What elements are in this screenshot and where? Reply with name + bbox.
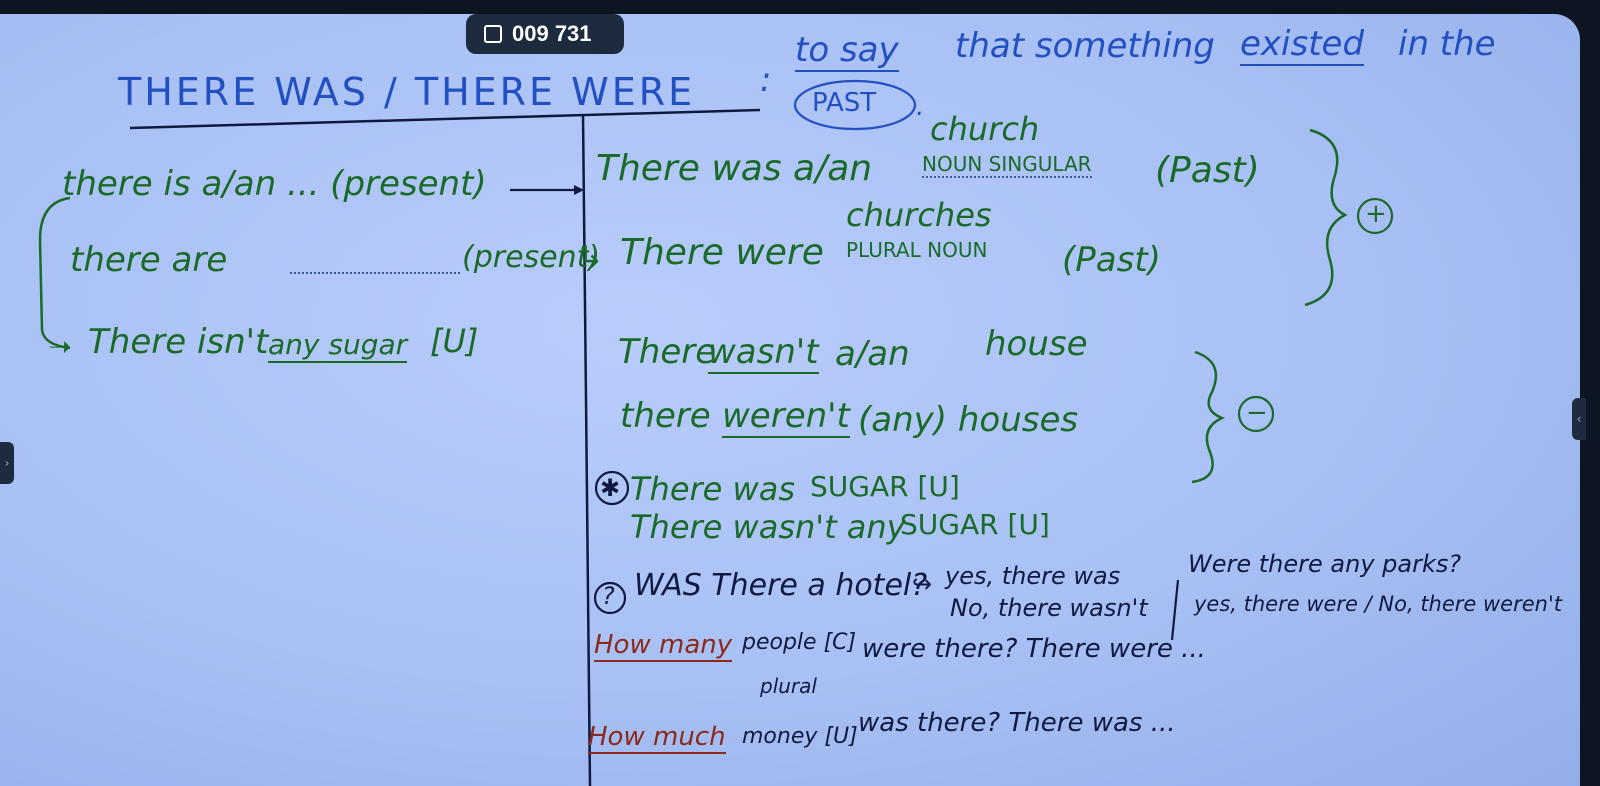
past-circle — [793, 79, 917, 131]
how-much-noun: money [U] — [742, 724, 858, 749]
neg-line-2c: (any) houses — [858, 400, 1079, 440]
neg-line-1c: a/an — [835, 334, 910, 374]
heading-underline — [129, 108, 761, 130]
column-divider — [581, 114, 592, 786]
chevron-right-icon: › — [4, 456, 10, 470]
pos-line-1-sup: church — [930, 110, 1040, 148]
answer-1-no: No, there wasn't — [950, 594, 1148, 622]
heading-def-d: in the — [1398, 24, 1496, 64]
left-line-2a: there are — [70, 240, 228, 280]
heading-past: PAST — [812, 88, 877, 118]
pos-line-2b: (Past) — [1062, 240, 1161, 280]
answer-1-yes: yes, there was — [945, 562, 1121, 590]
plus-circle — [1356, 197, 1394, 235]
arrow-2: ↳ — [578, 240, 604, 275]
pos-line-2-noun: PLURAL NOUN — [846, 238, 988, 262]
how-many-noun: people [C] — [742, 630, 857, 655]
question-mark: ? — [602, 582, 615, 610]
left-line-2b: (present) — [462, 240, 601, 275]
heading-def-c: existed — [1240, 24, 1365, 66]
left-line-3b: any sugar — [268, 328, 408, 363]
unc-line-2b: SUGAR [U] — [900, 508, 1050, 541]
heading-period: . — [916, 92, 925, 122]
left-arrow-3: ➝ — [48, 330, 72, 363]
heading-def-b: that something — [955, 26, 1215, 66]
pos-line-1a: There was a/an — [596, 148, 873, 189]
plural-note: plural — [760, 674, 817, 698]
neg-line-1a: There — [618, 332, 717, 372]
answer-2: yes, there were / No, there weren't — [1194, 592, 1562, 616]
how-much-label: How much — [588, 722, 726, 754]
left-line-3c: [U] — [430, 322, 479, 360]
minus-sign: − — [1246, 398, 1268, 428]
question-1: WAS There a hotel? — [634, 568, 928, 603]
minus-circle — [1237, 395, 1275, 433]
pos-line-1b: (Past) — [1155, 150, 1260, 191]
neg-line-1d: house — [985, 324, 1088, 364]
question-2: Were there any parks? — [1188, 550, 1462, 578]
whiteboard — [0, 14, 1580, 786]
heading-def-a: to say — [795, 30, 899, 72]
star-circle — [594, 470, 630, 506]
right-panel-toggle[interactable]: ‹ — [1572, 398, 1586, 440]
neg-line-2a: there — [620, 396, 711, 436]
plus-sign: + — [1365, 199, 1387, 229]
negative-brace — [1191, 350, 1226, 484]
how-many-rest: were there? There were ... — [862, 634, 1206, 664]
how-much-rest: was there? There was ... — [858, 708, 1176, 738]
unc-line-1b: SUGAR [U] — [810, 470, 960, 503]
meeting-code: 009 731 — [512, 21, 592, 46]
heading-colon: : — [760, 60, 772, 100]
pos-line-1-noun: NOUN SINGULAR — [922, 152, 1092, 178]
left-line-2-dots — [290, 258, 460, 274]
pos-line-2-sup: churches — [846, 196, 992, 234]
q1-arrow: ↪ — [912, 570, 933, 598]
unc-line-1a: There was — [630, 470, 795, 508]
left-line-3a: There isn't — [88, 322, 269, 362]
left-panel-toggle[interactable]: › — [0, 442, 14, 484]
positive-brace — [1304, 128, 1348, 307]
arrow-head-1 — [574, 185, 584, 195]
chevron-left-icon: ‹ — [1576, 412, 1582, 426]
question-circle — [593, 581, 627, 615]
left-bracket — [38, 196, 71, 350]
tv-icon — [484, 25, 502, 43]
neg-line-1b: wasn't — [708, 332, 819, 374]
pos-line-2a: There were — [620, 232, 824, 273]
answer-divider — [1170, 579, 1180, 641]
heading-title: THERE WAS / THERE WERE — [118, 70, 696, 114]
star-mark: ✱ — [600, 474, 621, 502]
neg-line-2b: weren't — [722, 396, 850, 438]
how-many-label: How many — [594, 630, 733, 662]
meeting-code-badge[interactable]: 009 731 — [466, 14, 624, 54]
left-line-1: there is a/an ... (present) — [62, 164, 487, 204]
unc-line-2a: There wasn't any — [630, 508, 906, 546]
